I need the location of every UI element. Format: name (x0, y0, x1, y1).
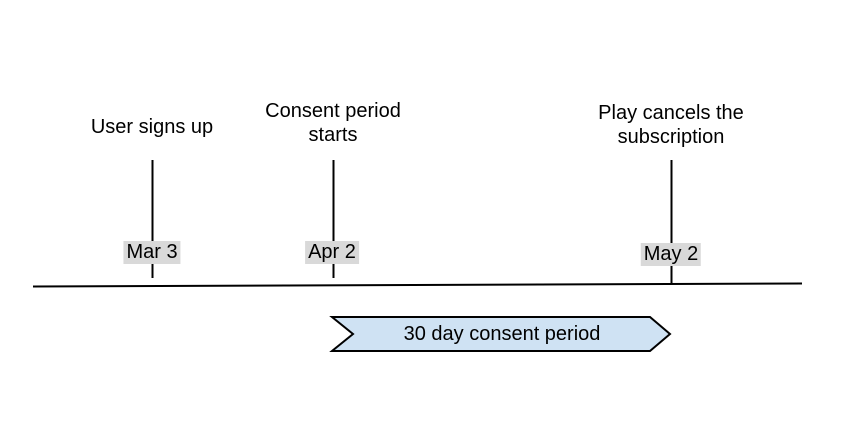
date-chip-may-2: May 2 (640, 243, 702, 266)
timeline-axis (32, 282, 803, 288)
event-label-consent-period-starts: Consent period starts (265, 100, 401, 146)
date-chip-apr-2: Apr 2 (305, 241, 359, 264)
event-label-play-cancels-subscription: Play cancels the subscription (598, 102, 744, 148)
consent-period-arrow (329, 316, 672, 352)
event-label-user-signs-up: User signs up (90, 116, 214, 138)
banner-label: 30 day consent period (403, 323, 601, 345)
date-chip-mar-3: Mar 3 (123, 241, 181, 264)
